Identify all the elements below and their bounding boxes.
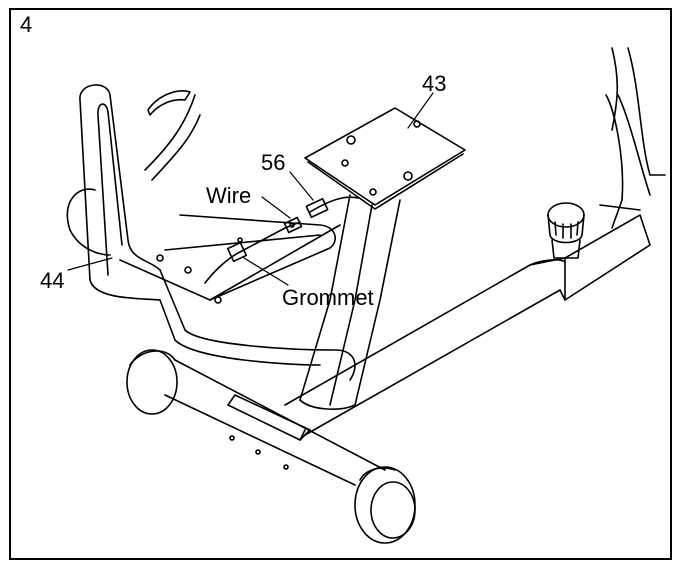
callout-56: 56 [261, 150, 286, 175]
adjustment-knob [547, 202, 585, 259]
cross-tube [66, 188, 341, 304]
callout-43: 43 [422, 71, 447, 96]
wire-harness [204, 196, 359, 284]
front-stabilizer [126, 349, 416, 544]
callout-44: 44 [40, 268, 65, 293]
handlebar [79, 84, 356, 381]
step-number: 4 [20, 12, 33, 37]
upright-frame [599, 47, 666, 229]
main-frame-tube [284, 214, 651, 436]
seat-post [299, 194, 401, 410]
seat-plate [304, 107, 466, 210]
leader-lines [67, 92, 434, 286]
diagram-frame [9, 8, 672, 560]
callout-wire: Wire [206, 183, 252, 208]
callout-grommet: Grommet [282, 285, 374, 310]
